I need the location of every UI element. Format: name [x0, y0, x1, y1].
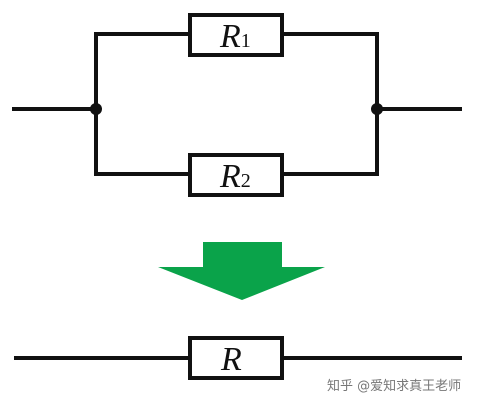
resistor-r2-label: R2 [219, 158, 251, 195]
equivalent-resistor-label: R [220, 341, 242, 378]
resistor-r1-subscript: 1 [241, 30, 251, 52]
resistor-r2-subscript: 2 [241, 170, 251, 192]
equivalent-circuit: R [14, 336, 462, 380]
watermark-text: 知乎 @爱知求真王老师 [327, 378, 461, 394]
resistor-r1: R1 [188, 13, 284, 57]
resistor-r1-body [188, 13, 284, 57]
left-junction-dot [90, 103, 102, 115]
resistor-r2-symbol: R [219, 158, 241, 195]
equivalent-resistor-body [188, 336, 284, 380]
down-arrow-icon [158, 242, 325, 300]
resistor-r1-label: R1 [219, 18, 251, 55]
right-junction-dot [371, 103, 383, 115]
resistor-r2-body [188, 153, 284, 197]
resistor-r2: R2 [188, 153, 284, 197]
resistor-r1-symbol: R [219, 18, 241, 55]
